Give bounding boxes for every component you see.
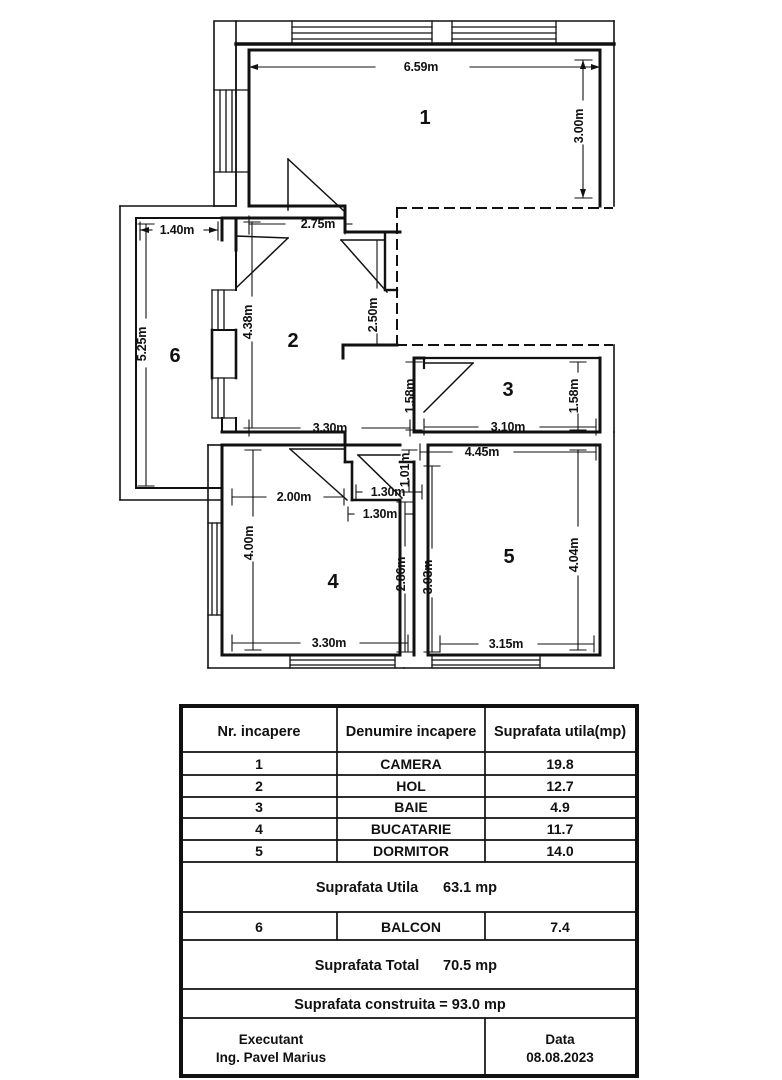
table-cell-nr: 1 — [255, 756, 263, 772]
table-cell-name: HOL — [396, 778, 426, 794]
dimension-label: 3.15m — [489, 637, 524, 651]
dimension-label: 2.50m — [366, 298, 380, 333]
dimension-label: 3.00m — [572, 109, 586, 144]
dimension-label: 1.30m — [363, 507, 398, 521]
total-area-value: 70.5 mp — [443, 958, 497, 974]
room-number-3: 3 — [502, 379, 513, 401]
dimension-label: 3.30m — [313, 421, 348, 435]
table-cell-nr: 4 — [255, 821, 263, 837]
dimension-label: 1.40m — [160, 223, 195, 237]
useful-area-value: 63.1 mp — [443, 880, 497, 896]
dimension-label: 1.30m — [371, 485, 406, 499]
dimension-label: 4.00m — [242, 526, 256, 561]
table-cell-area: 14.0 — [546, 843, 573, 859]
dimension-label: 1.58m — [567, 379, 581, 414]
dimension-label: 4.45m — [465, 445, 500, 459]
dimension-label: 5.25m — [135, 327, 149, 362]
table-cell-name: CAMERA — [380, 756, 441, 772]
table-cell-area: 7.4 — [550, 919, 570, 935]
room-number-5: 5 — [503, 546, 514, 568]
dimension-label: 3.30m — [312, 636, 347, 650]
table-cell-name: BUCATARIE — [371, 821, 451, 837]
table-cell-nr: 3 — [255, 799, 263, 815]
table-cell-area: 19.8 — [546, 756, 573, 772]
total-area-label: Suprafata Total — [315, 958, 419, 974]
table-header-nr: Nr. incapere — [217, 724, 300, 740]
room-number-1: 1 — [419, 107, 430, 129]
dimension-label: 4.04m — [567, 538, 581, 573]
executant-label: Executant — [239, 1032, 304, 1047]
room-number-4: 4 — [327, 571, 339, 593]
table-cell-area: 12.7 — [546, 778, 573, 794]
table-cell-nr: 5 — [255, 843, 263, 859]
floor-plan-drawing: 6.59m 3.00m 2.75m 1.40m 5.25m 4.38m 2.50m 1.58m… — [119, 20, 616, 669]
table-cell-name: BAIE — [394, 799, 427, 815]
table-cell-area: 4.9 — [550, 799, 570, 815]
built-area-line: Suprafata construita = 93.0 mp — [294, 997, 506, 1013]
room-number-6: 6 — [169, 345, 180, 367]
dimension-label: 2.00m — [277, 490, 312, 504]
table-cell-nr: 2 — [255, 778, 263, 794]
date-value: 08.08.2023 — [526, 1050, 594, 1065]
table-header-name: Denumire incapere — [346, 724, 477, 740]
dimension-label: 1.58m — [403, 379, 417, 414]
useful-area-label: Suprafata Utila — [316, 880, 419, 896]
room-number-2: 2 — [287, 330, 298, 352]
table-cell-nr: 6 — [255, 919, 263, 935]
table-header-area: Suprafata utila(mp) — [494, 724, 626, 740]
dimension-label: 3.10m — [491, 420, 526, 434]
table-cell-area: 11.7 — [547, 821, 574, 837]
dimension-label: 6.59m — [404, 60, 439, 74]
table-cell-name: DORMITOR — [373, 843, 449, 859]
dimension-label: 3.03m — [421, 560, 435, 595]
table-cell-name: BALCON — [381, 919, 441, 935]
dimension-label: 4.38m — [241, 305, 255, 340]
dimension-label: 2.75m — [301, 217, 336, 231]
dimension-label: 1.01m — [398, 453, 412, 488]
date-label: Data — [545, 1032, 575, 1047]
executant-name: Ing. Pavel Marius — [216, 1050, 326, 1065]
dimension-label: 2.86m — [394, 557, 408, 592]
